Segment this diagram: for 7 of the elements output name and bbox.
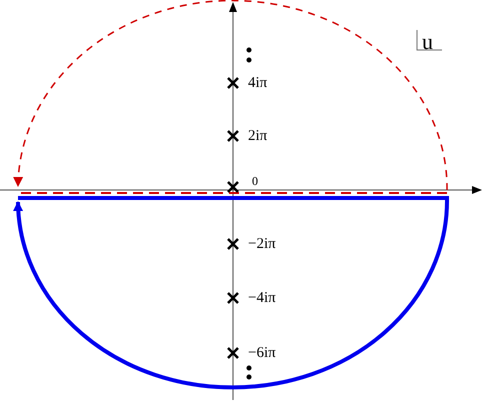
pole-label: 2iπ <box>248 128 268 145</box>
pole-label: 4iπ <box>248 75 268 92</box>
pole-label: −2iπ <box>248 236 276 253</box>
pole-label: −4iπ <box>248 290 276 307</box>
plane-label: u <box>422 30 433 54</box>
pole-label: −6iπ <box>248 345 276 362</box>
pole-label: 0 <box>252 174 258 188</box>
